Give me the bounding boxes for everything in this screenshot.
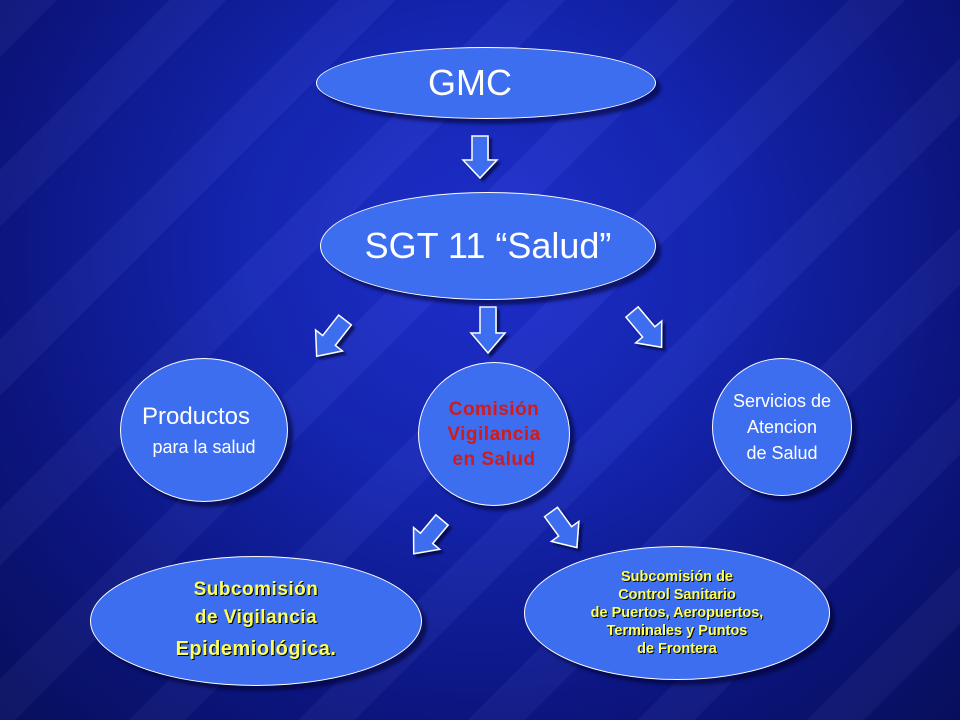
node-subcomision-control-sanitario: Subcomisión de Control Sanitario de Puer… [524, 546, 830, 680]
arrow-sgt-to-servicios [624, 305, 663, 349]
node-control-line-2: Control Sanitario [618, 587, 736, 603]
arrow-sgt-to-comision [469, 306, 507, 355]
node-comision-vigilancia-en-salud: Comisión Vigilancia en Salud [418, 362, 570, 506]
node-productos-line-2: para la salud [152, 436, 256, 457]
node-epidemiologica-line-3: Epidemiológica. [175, 638, 337, 660]
node-epidemiologica-line-2: de Vigilancia [194, 607, 318, 628]
node-epidemiologica-line-1: Subcomisión [193, 579, 319, 600]
node-gmc: GMC [316, 47, 656, 119]
node-servicios-line-1: Servicios de [732, 391, 832, 411]
node-control-line-1: Subcomisión de [621, 569, 733, 585]
node-servicios-de-atencion-de-salud: Servicios de Atencion de Salud [712, 358, 852, 496]
node-comision-line-2: Vigilancia [447, 423, 541, 445]
node-productos-para-la-salud: Productos para la salud [120, 358, 288, 502]
arrow-sgt-to-productos [314, 314, 353, 358]
arrow-gmc-to-sgt [461, 135, 499, 180]
node-gmc-label: GMC [428, 62, 512, 103]
node-productos-line-1: Productos [141, 402, 251, 430]
node-control-line-3: de Puertos, Aeropuertos, [590, 605, 764, 621]
node-servicios-line-2: Atencion [746, 417, 818, 437]
node-comision-line-1: Comisión [448, 398, 540, 420]
arrow-comision-to-epidemiologica [412, 513, 450, 555]
node-sgt-11-salud: SGT 11 “Salud” [320, 192, 656, 300]
node-control-line-4: Terminales y Puntos [606, 623, 748, 639]
arrow-comision-to-control [543, 506, 580, 549]
node-comision-line-3: en Salud [452, 448, 536, 470]
node-control-line-5: de Frontera [637, 641, 717, 657]
node-servicios-line-3: de Salud [746, 443, 818, 463]
node-subcomision-vigilancia-epidemiologica: Subcomisión de Vigilancia Epidemiológica… [90, 556, 422, 686]
node-sgt-label: SGT 11 “Salud” [364, 225, 612, 266]
